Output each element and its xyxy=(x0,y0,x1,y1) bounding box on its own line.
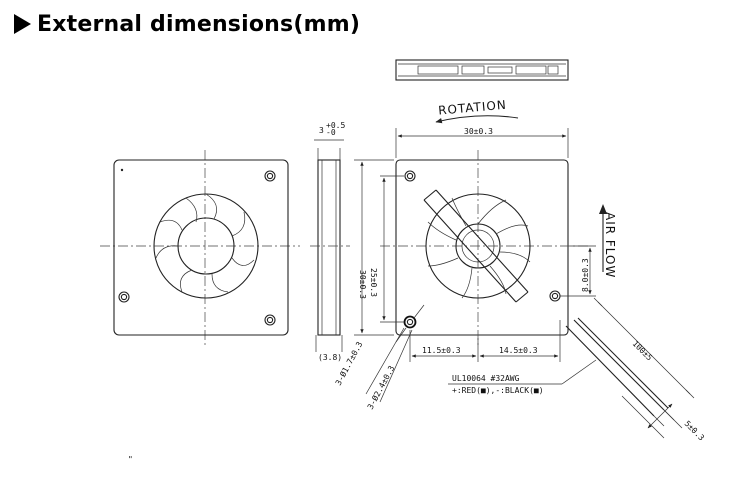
height-dimension xyxy=(354,159,404,336)
thickness-minus-label: -0 xyxy=(326,128,336,137)
offset-dimension xyxy=(560,245,596,297)
side-view xyxy=(310,139,350,352)
base-left-label: 11.5±0.3 xyxy=(422,346,461,355)
depth-label: (3.8) xyxy=(318,353,342,362)
wire-note-leader xyxy=(561,359,597,385)
hole-span-label: 25±0.3 xyxy=(369,268,378,297)
wire-color-label: +:RED(■),-:BLACK(■) xyxy=(452,386,544,395)
front-view xyxy=(100,150,300,345)
thickness-plus-label: +0.5 xyxy=(326,121,345,130)
rotation-arrow-icon xyxy=(435,115,519,124)
hole-small-label: 3-Ø1.7±0.3 xyxy=(333,340,365,387)
width-label: 30±0.3 xyxy=(464,127,493,136)
width-dimension xyxy=(395,128,569,158)
back-view xyxy=(380,150,590,345)
cable xyxy=(565,297,695,439)
thickness-label: 3 xyxy=(319,126,324,135)
air-flow-label: AIR FLOW xyxy=(603,212,617,278)
stray-mark: " xyxy=(128,455,133,464)
base-dimension xyxy=(409,320,561,362)
wire-spec-label: UL10064 #32AWG xyxy=(452,374,520,383)
height-label: 30±0.3 xyxy=(358,270,367,299)
air-flow-arrowhead-icon xyxy=(599,204,607,214)
section-heading: External dimensions(mm) xyxy=(14,6,360,42)
cable-length-label: 100±5 xyxy=(631,339,655,363)
rotation-label: ROTATION xyxy=(438,98,508,118)
heading-triangle-icon xyxy=(14,14,31,34)
cable-end-label: 5±0.3 xyxy=(683,419,707,443)
top-side-view xyxy=(395,59,569,81)
offset-label: 8.0±0.3 xyxy=(581,258,590,292)
base-right-label: 14.5±0.3 xyxy=(499,346,538,355)
hole-leaders xyxy=(365,304,425,403)
heading-title: External dimensions(mm) xyxy=(37,11,361,37)
